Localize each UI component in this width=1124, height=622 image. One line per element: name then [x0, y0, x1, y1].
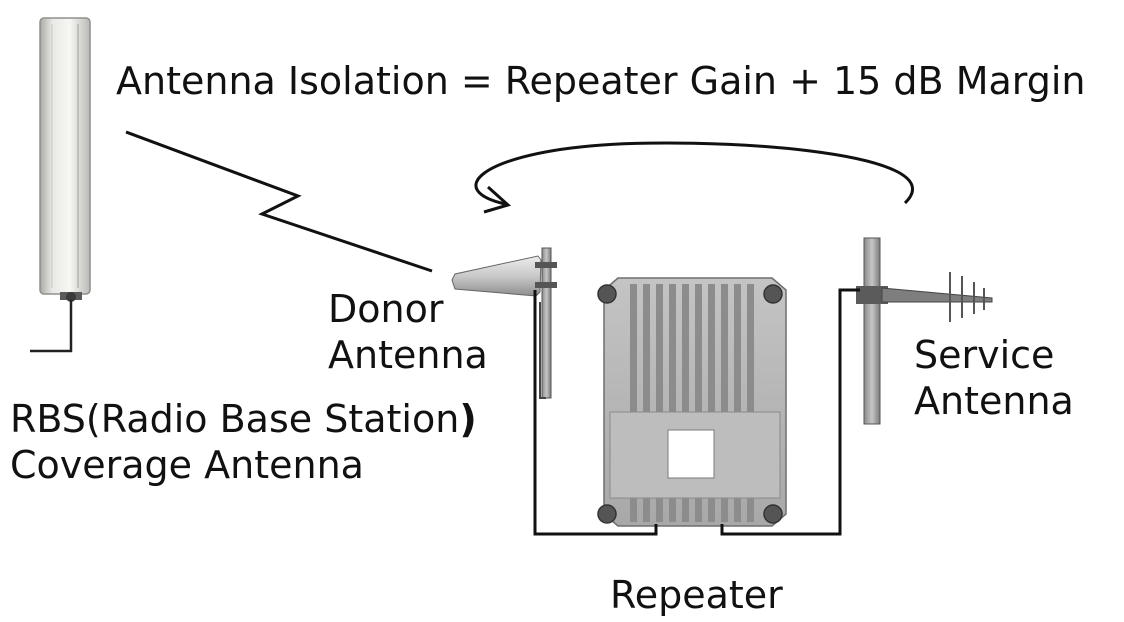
- donor-antenna: [451, 247, 557, 399]
- rbs-panel-antenna: [30, 17, 91, 353]
- repeater-label: Repeater: [610, 573, 783, 617]
- repeater-window: [667, 429, 715, 479]
- isolation-formula: Antenna Isolation = Repeater Gain + 15 d…: [116, 59, 1086, 103]
- repeater-bolt: [763, 284, 783, 304]
- repeater-bolt: [597, 504, 617, 524]
- repeater-bolt: [597, 284, 617, 304]
- repeater-unit: [597, 277, 787, 527]
- service-antenna: [856, 237, 993, 425]
- rbs-antenna-label: RBS(Radio Base Station) Coverage Antenna: [10, 396, 477, 488]
- service-cable: [720, 288, 860, 536]
- rbs-label-line2: Coverage Antenna: [10, 443, 364, 487]
- donor-label-line2: Antenna: [328, 333, 488, 377]
- repeater-bolt: [763, 504, 783, 524]
- service-label-line1: Service: [914, 333, 1055, 377]
- radio-link-line: [125, 130, 433, 273]
- donor-cable: [533, 290, 658, 536]
- repeater-top-fins: [630, 284, 754, 412]
- repeater-bottom-fins: [630, 498, 754, 522]
- donor-antenna-label: Donor Antenna: [328, 286, 488, 378]
- service-label-line2: Antenna: [914, 379, 1074, 423]
- rbs-label-close-paren: ): [459, 397, 477, 441]
- service-antenna-label: Service Antenna: [914, 332, 1074, 424]
- feedback-loop-arrow: [474, 141, 914, 214]
- rbs-label-line1: RBS(Radio Base Station: [10, 397, 460, 441]
- donor-label-line1: Donor: [328, 287, 444, 331]
